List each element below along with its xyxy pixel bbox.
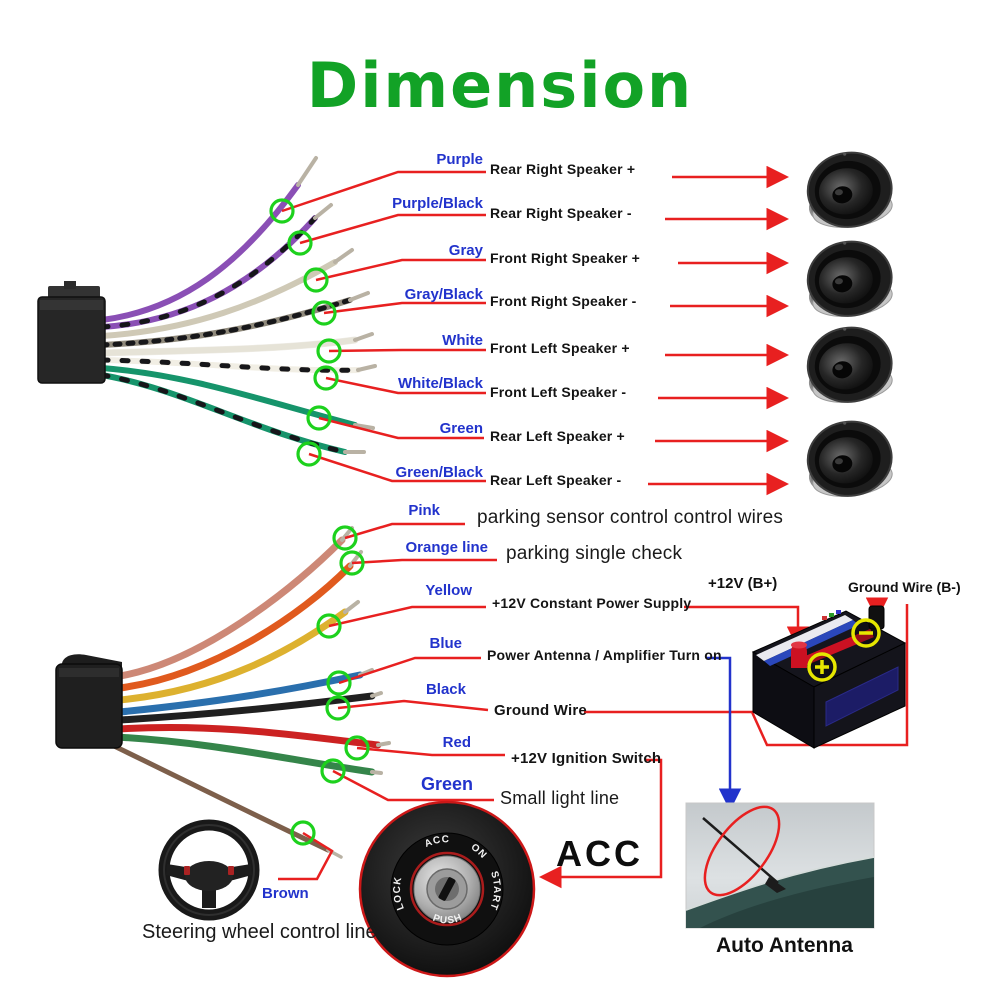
top-leader-lines (281, 165, 789, 496)
top-harness-wires (98, 156, 377, 455)
function-power-antenna: Power Antenna / Amplifier Turn on (487, 647, 722, 663)
svg-text:PUSH: PUSH (431, 912, 464, 926)
page-title: Dimension (306, 49, 694, 122)
bottom-leader-lines (278, 522, 909, 889)
function-front-right-plus: Front Right Speaker + (490, 250, 641, 266)
function-front-left-plus: Front Left Speaker + (490, 340, 630, 356)
wire-label-green-bottom: Green (420, 774, 473, 794)
wire-label-yellow: Yellow (425, 582, 472, 599)
speaker-image-rear-left (800, 414, 898, 503)
wire-tip-markers (269, 198, 370, 846)
function-ignition-switch: +12V Ignition Switch (511, 750, 662, 767)
auto-antenna-image (685, 802, 875, 929)
function-ground-wire: Ground Wire (494, 702, 587, 719)
function-parking-check: parking single check (506, 543, 683, 564)
acc-label: ACC (556, 833, 643, 874)
function-front-right-minus: Front Right Speaker - (490, 293, 637, 309)
wire-label-orange: Orange line (405, 539, 488, 556)
battery-positive-label: +12V (B+) (708, 575, 778, 592)
function-small-light: Small light line (500, 788, 620, 808)
wire-label-pink: Pink (408, 502, 440, 519)
function-steering-wheel: Steering wheel control line (142, 921, 377, 943)
wire-label-purple-black: Purple/Black (392, 195, 483, 212)
function-rear-right-plus: Rear Right Speaker + (490, 161, 636, 177)
function-constant-power: +12V Constant Power Supply (492, 595, 692, 611)
ignition-push-label: PUSH (431, 912, 463, 926)
wire-label-red: Red (442, 734, 471, 751)
function-rear-left-plus: Rear Left Speaker + (490, 428, 625, 444)
auto-antenna-caption: Auto Antenna (716, 934, 853, 957)
top-harness-connector (37, 281, 106, 384)
wire-label-white-black: White/Black (397, 375, 483, 392)
wire-label-black: Black (425, 681, 466, 698)
speaker-image-front-left (800, 320, 898, 409)
battery-image (751, 605, 907, 749)
bottom-harness-wires (109, 526, 391, 859)
wire-label-purple: Purple (436, 151, 483, 168)
function-front-left-minus: Front Left Speaker - (490, 384, 627, 400)
speaker-image-front-right (800, 234, 898, 323)
bottom-harness-connector (55, 654, 123, 749)
battery-negative-label: Ground Wire (B-) (848, 579, 961, 595)
wire-label-gray: Gray (448, 242, 483, 259)
wire-label-blue: Blue (429, 635, 462, 652)
wire-label-gray-black: Gray/Black (404, 286, 483, 303)
wire-label-green-black: Green/Black (395, 464, 483, 481)
ignition-switch-image: LOCK ACC ON START PUSH (358, 800, 536, 978)
wire-label-green: Green (439, 420, 483, 437)
wire-label-white: White (442, 332, 483, 349)
ignition-dial-word: START (487, 870, 501, 912)
function-parking-sensor: parking sensor control control wires (477, 507, 784, 528)
steering-wheel-image (158, 819, 260, 921)
wire-label-brown: Brown (262, 885, 309, 902)
function-rear-right-minus: Rear Right Speaker - (490, 205, 632, 221)
function-rear-left-minus: Rear Left Speaker - (490, 472, 622, 488)
svg-text:START: START (487, 870, 502, 912)
speaker-image-rear-right (800, 145, 898, 234)
